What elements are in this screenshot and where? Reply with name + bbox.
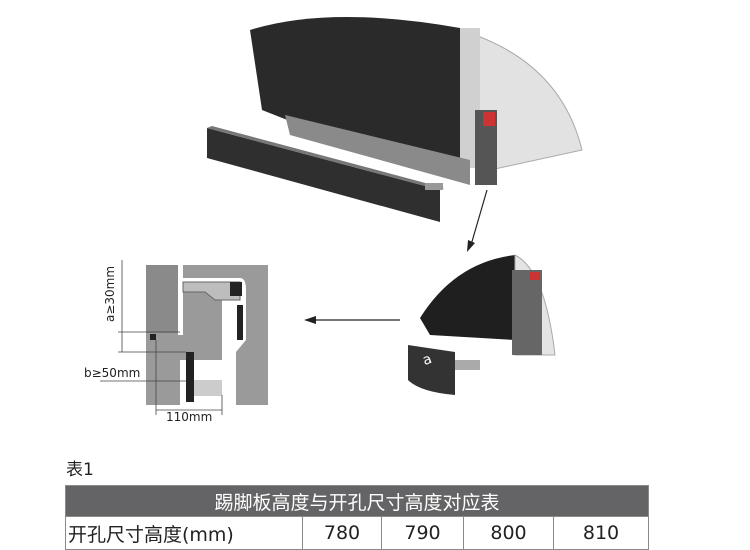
- cabinet-3d-view: [207, 16, 583, 222]
- table-caption: 表1: [66, 460, 94, 480]
- table-title: 踢脚板高度与开孔尺寸高度对应表: [65, 485, 649, 517]
- height-table: 踢脚板高度与开孔尺寸高度对应表 开孔尺寸高度(mm) 780 790 800 8…: [65, 485, 649, 550]
- table-cell: 780: [302, 516, 382, 550]
- dimension-a-label: a≥30mm: [103, 265, 117, 322]
- dimension-depth-label: 110mm: [166, 410, 213, 424]
- table-cell: 790: [381, 516, 464, 550]
- table-cell: 800: [463, 516, 554, 550]
- section-diagram: [100, 260, 268, 415]
- row-label: 开孔尺寸高度(mm): [65, 516, 303, 550]
- arrow-to-detail: [470, 189, 488, 246]
- table-cell: 810: [553, 516, 649, 550]
- table-row: 开孔尺寸高度(mm) 780 790 800 810: [65, 516, 649, 550]
- dimension-b-label: b≥50mm: [84, 366, 141, 380]
- table-header-row: 踢脚板高度与开孔尺寸高度对应表: [65, 485, 649, 517]
- detail-view: [408, 254, 556, 395]
